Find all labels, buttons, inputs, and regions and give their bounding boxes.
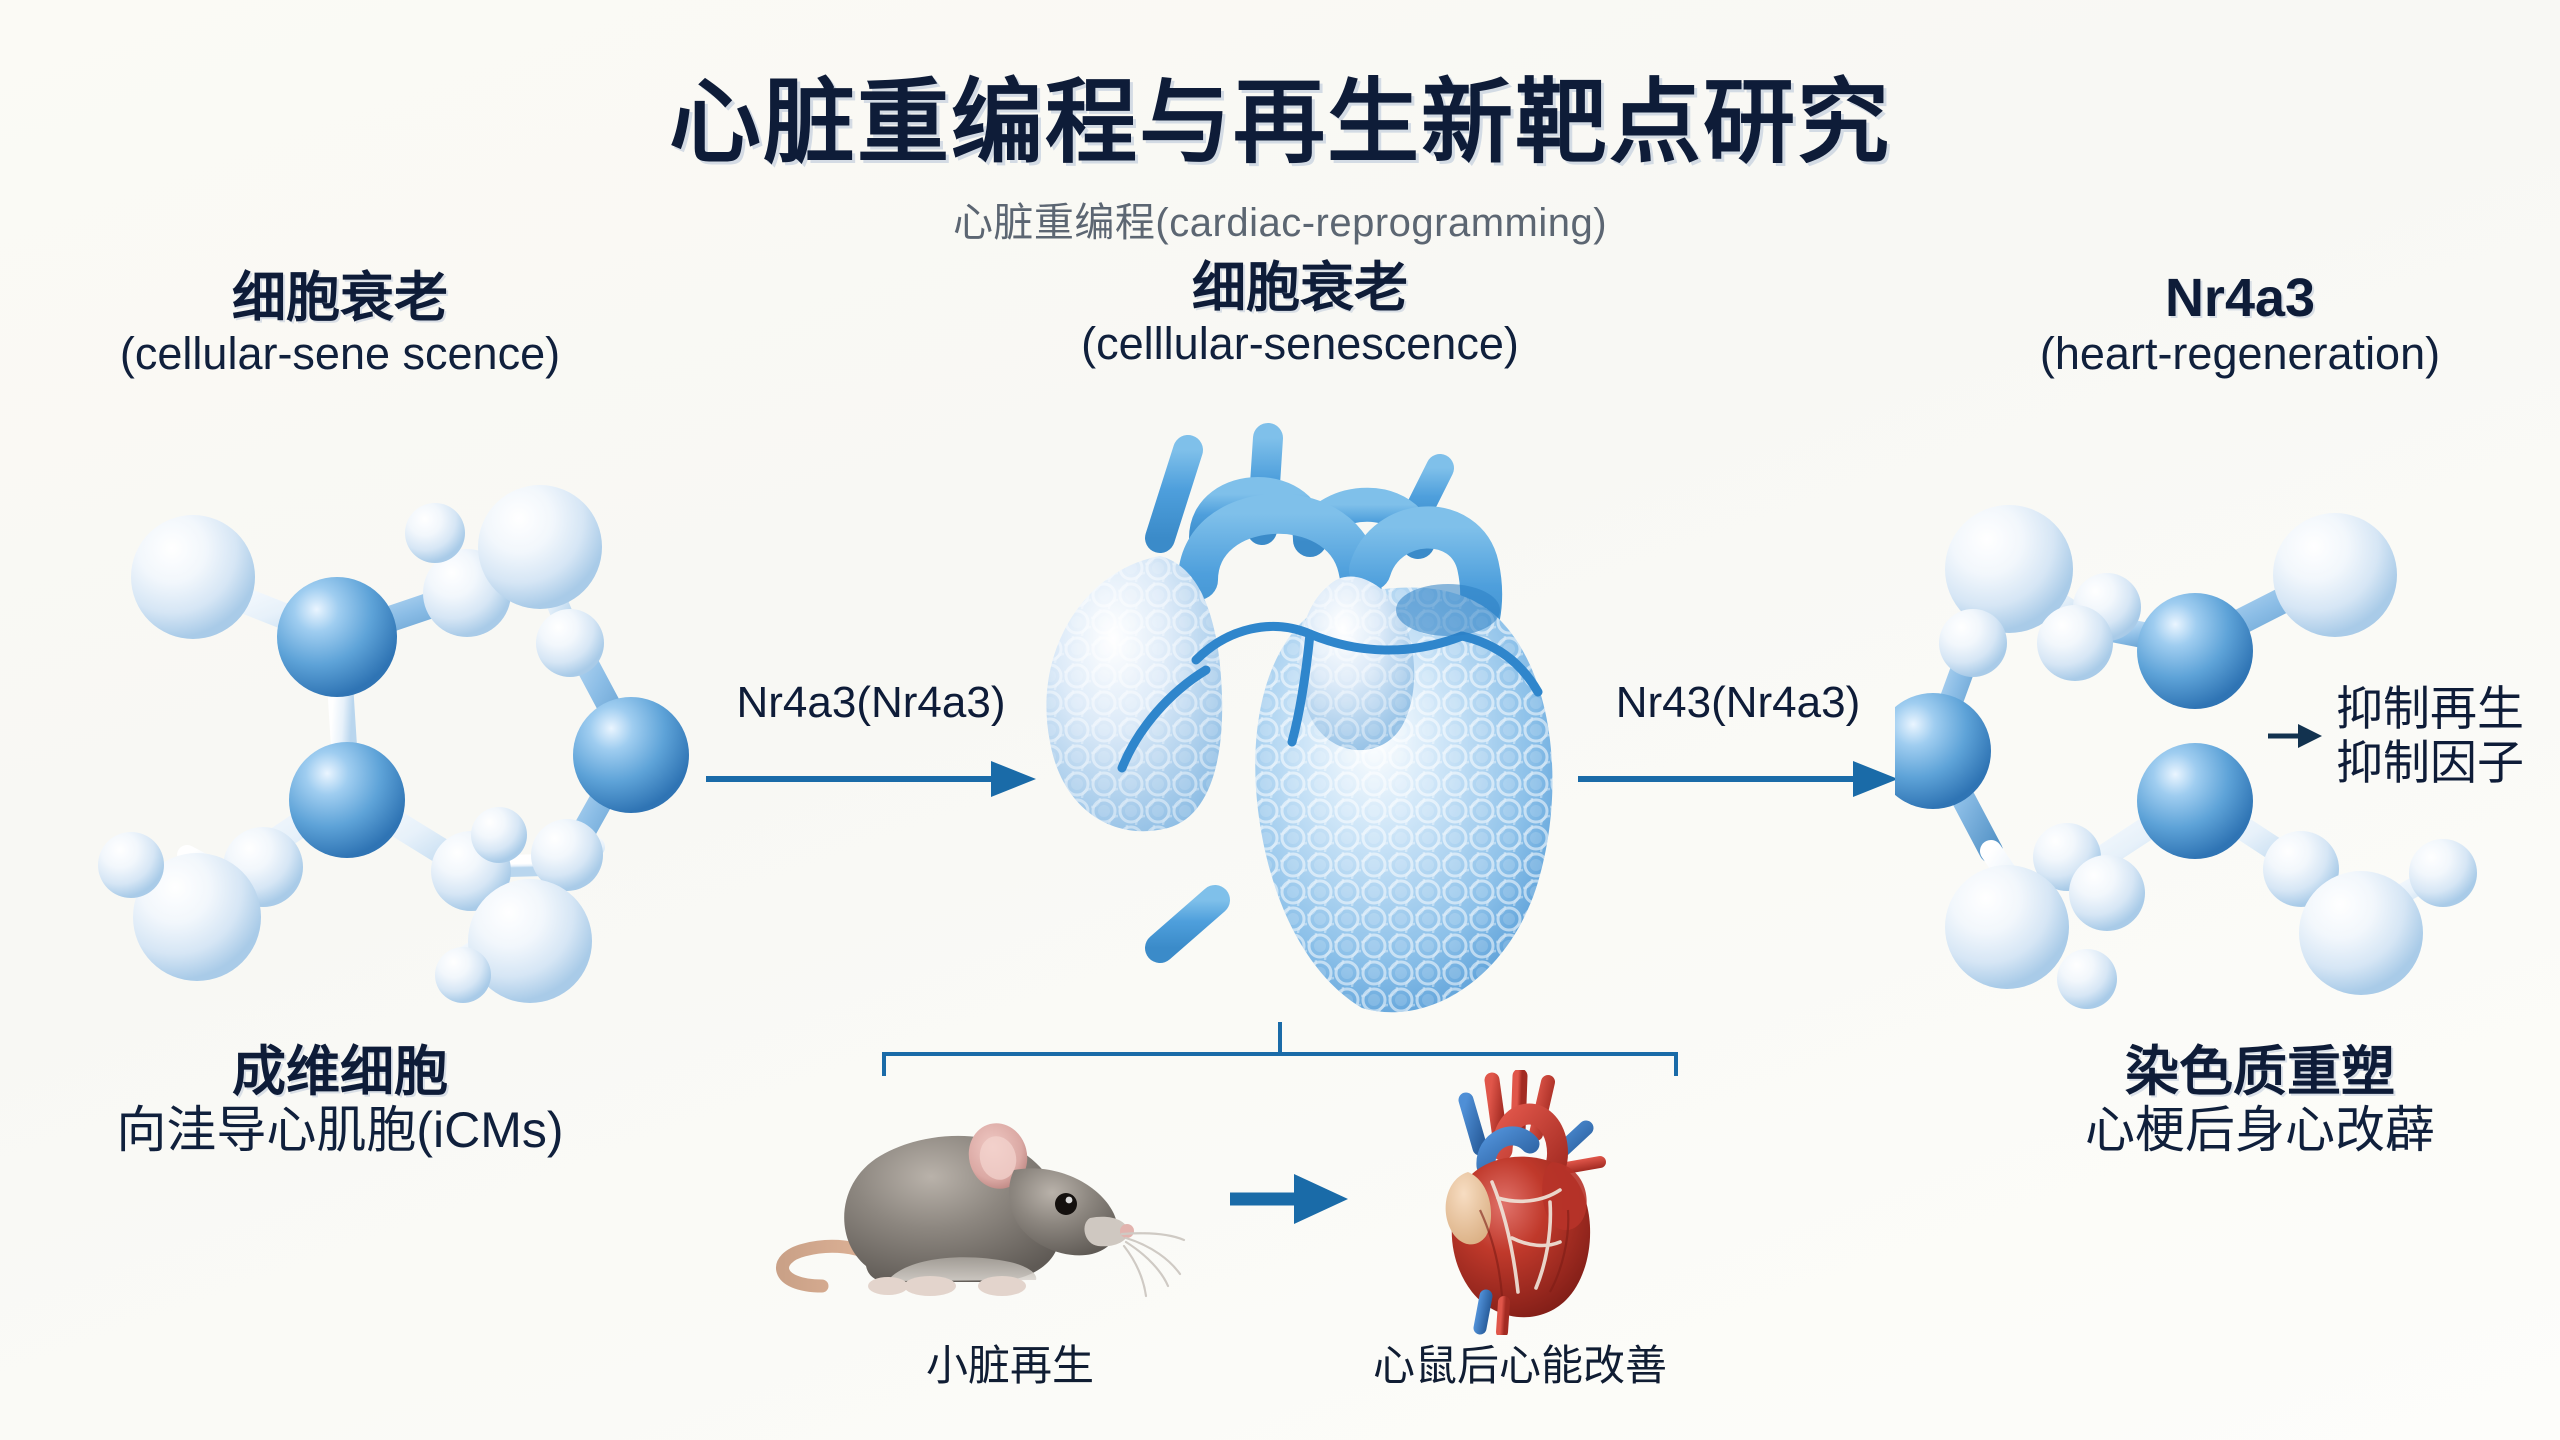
small-arrow-icon [2268, 723, 2322, 748]
right-footer-bold: 染色质重塑 [2125, 1042, 2395, 1102]
inhibit-line-2: 抑制因子 [2336, 735, 2524, 789]
left-heading-cn: 细胞衰老 [232, 268, 448, 328]
heart-caption: 心鼠后心能改善 [1372, 1342, 1667, 1389]
middle-heading-cn: 细胞衰老 [1192, 258, 1408, 318]
right-heading-cn: Nr4a3 [2164, 268, 2316, 328]
bracket-connector [880, 1018, 1680, 1080]
mouse-caption: 小脏再生 [925, 1342, 1094, 1389]
molecule-icon-left [75, 455, 705, 1025]
left-column-heading: 细胞衰老 (cellular-sene scence) [40, 268, 640, 380]
right-column-heading: Nr4a3 (heart-regeneration) [1930, 268, 2550, 380]
arrow-1-label: Nr4a3(Nr4a3) [736, 678, 1006, 727]
page-title: 心脏重编程与再生新靶点研究 [668, 72, 1891, 174]
mouse-to-heart-arrow [1228, 1168, 1348, 1230]
page-subtitle: 心脏重编程(cardiac-reprogramming) [952, 201, 1608, 245]
right-column-footer: 染色质重塑 心梗后身心改薜 [1960, 1042, 2560, 1160]
left-footer-bold: 成维细胞 [232, 1042, 448, 1102]
inhibit-line-1: 抑制再生 [2336, 682, 2524, 735]
left-footer-normal: 向洼导心肌胞(iCMs) [116, 1102, 564, 1159]
molecule-icon-right [1875, 445, 2525, 1015]
right-footer-normal: 心梗后身心改薜 [2085, 1102, 2435, 1159]
anatomical-heart-red-illustration [1400, 1068, 1630, 1338]
arrow-2-label: Nr43(Nr4a3) [1615, 678, 1861, 727]
blue-cellular-heart-illustration [1010, 420, 1590, 1040]
inhibition-annotation: 抑制再生 抑制因子 [2268, 682, 2524, 789]
right-heading-en: (heart-regeneration) [2039, 328, 2441, 380]
middle-column-heading: 细胞衰老 (celllular-senescence) [880, 258, 1720, 370]
left-heading-en: (cellular-sene scence) [119, 328, 561, 380]
arrow-left-to-middle: Nr4a3(Nr4a3) [706, 678, 1036, 808]
middle-heading-en: (celllular-senescence) [1081, 318, 1519, 370]
left-column-footer: 成维细胞 向洼导心肌胞(iCMs) [30, 1042, 650, 1160]
laboratory-mouse-illustration [770, 1090, 1190, 1330]
arrow-middle-to-right: Nr43(Nr4a3) [1578, 678, 1898, 808]
